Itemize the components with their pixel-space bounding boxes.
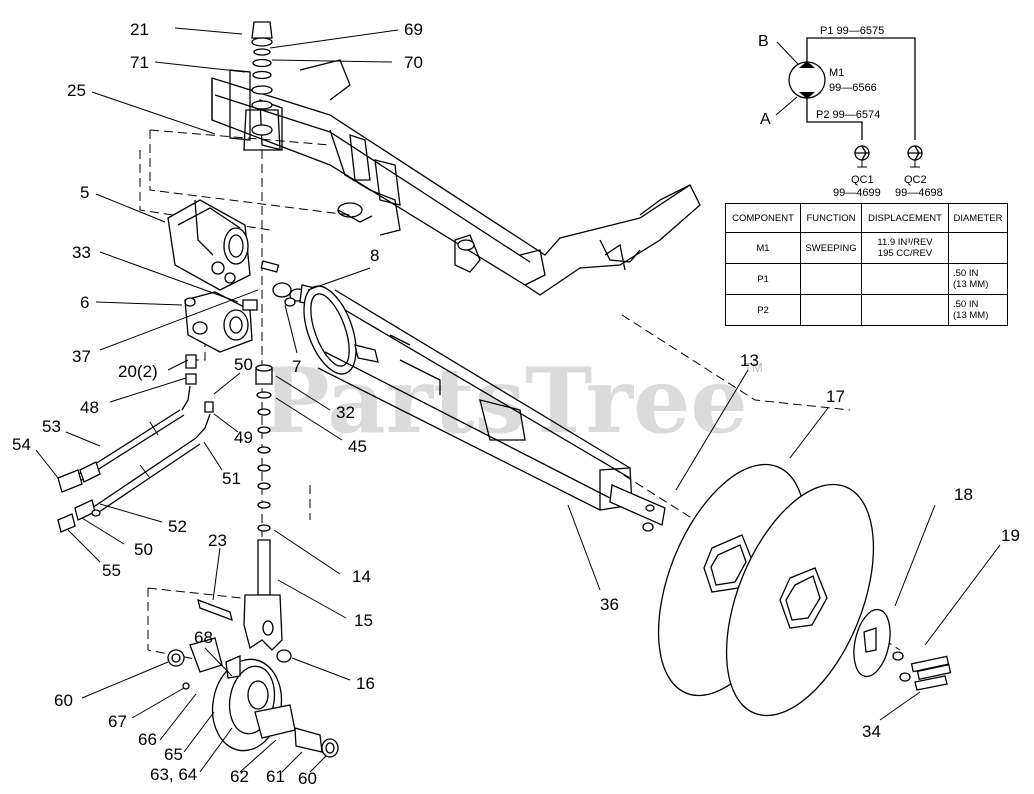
hub-plate-assembly (853, 608, 952, 691)
callout-33: 33 (72, 243, 91, 262)
callout-6: 6 (80, 293, 89, 312)
table-row: M1 SWEEPING 11.9 IN³/REV 195 CC/REV (725, 232, 1008, 264)
cell-component: P1 (725, 263, 801, 295)
p2-label: P2 99—6574 (816, 109, 880, 121)
callout-66: 66 (138, 730, 157, 749)
callout-32: 32 (336, 403, 355, 422)
callout-63-64: 63, 64 (150, 765, 197, 784)
callout-21: 21 (130, 20, 149, 39)
motor-part-label: 99—6566 (829, 82, 877, 94)
displacement-line-2: 195 CC/REV (877, 248, 933, 259)
callout-25: 25 (67, 81, 86, 100)
diameter-line-1: .50 IN (953, 268, 979, 279)
header-diameter: DIAMETER (948, 203, 1008, 233)
cell-displacement (861, 263, 949, 295)
qc1-part-label: 99—4699 (833, 187, 881, 199)
table-row: P1 .50 IN (13 MM) (725, 263, 1008, 295)
cell-displacement: 11.9 IN³/REV 195 CC/REV (861, 232, 949, 264)
port-a-label: A (760, 111, 771, 128)
header-function: FUNCTION (800, 203, 862, 233)
callout-68: 68 (194, 628, 213, 647)
motor-arrow-bottom (799, 92, 815, 99)
callout-71: 71 (130, 53, 149, 72)
callout-51: 51 (222, 469, 241, 488)
cell-displacement (861, 294, 949, 326)
diameter-line-2: (13 MM) (953, 279, 989, 290)
callout-50-lower: 50 (134, 540, 153, 559)
callout-50-upper: 50 (234, 355, 253, 374)
callout-5: 5 (80, 183, 89, 202)
motor-mount (167, 199, 251, 291)
callout-69: 69 (404, 20, 423, 39)
callout-65: 65 (164, 745, 183, 764)
watermark-trademark: TM (744, 360, 763, 375)
callout-8: 8 (370, 246, 379, 265)
callout-17: 17 (826, 387, 845, 406)
leader-lines (35, 27, 1001, 773)
qc2-id-label: QC2 (904, 174, 927, 186)
caster-wheel (167, 637, 339, 758)
spindle-stack (197, 364, 292, 663)
callout-54: 54 (12, 435, 31, 454)
diameter-line-2: (13 MM) (953, 310, 989, 321)
cell-component: M1 (725, 232, 801, 264)
cell-component: P2 (725, 294, 801, 326)
header-displacement: DISPLACEMENT (861, 203, 949, 233)
kingpin-stack (243, 21, 281, 151)
motor-arrow-top (799, 61, 815, 68)
hydraulic-motor (184, 291, 258, 353)
qc2-part-label: 99—4698 (895, 187, 943, 199)
brush-disk-17 (725, 483, 875, 717)
p1-label: P1 99—6575 (820, 25, 884, 37)
cell-diameter: .50 IN (13 MM) (948, 294, 1008, 326)
callout-20-2: 20(2) (118, 362, 158, 381)
cell-function (800, 294, 862, 326)
callout-18: 18 (954, 485, 973, 504)
chassis-frame (211, 59, 701, 296)
spec-table: COMPONENT FUNCTION DISPLACEMENT DIAMETER… (725, 203, 1008, 326)
callout-23: 23 (208, 531, 227, 550)
motor-id-label: M1 (829, 67, 844, 79)
callout-48: 48 (80, 398, 99, 417)
callout-13: 13 (740, 351, 759, 370)
port-b-label: B (758, 33, 769, 50)
hydraulic-schematic: B A M1 99—6566 P1 99—6575 P2 99—6574 QC1… (758, 25, 943, 199)
callout-14: 14 (352, 567, 371, 586)
cell-diameter: .50 IN (13 MM) (948, 263, 1008, 295)
callout-7: 7 (292, 357, 301, 376)
hose-assembly (57, 354, 214, 533)
callout-67: 67 (108, 712, 127, 731)
callout-61: 61 (266, 767, 285, 786)
callout-37: 37 (72, 347, 91, 366)
callout-45: 45 (348, 437, 367, 456)
table-row: P2 .50 IN (13 MM) (725, 294, 1008, 326)
callout-16: 16 (356, 674, 375, 693)
cell-function (800, 263, 862, 295)
spec-table-header-row: COMPONENT FUNCTION DISPLACEMENT DIAMETER (725, 203, 1008, 233)
callout-49: 49 (234, 428, 253, 447)
callout-62: 62 (230, 767, 249, 786)
callout-60-right: 60 (298, 769, 317, 788)
callout-52: 52 (168, 517, 187, 536)
callout-53: 53 (42, 417, 61, 436)
diameter-line-1: .50 IN (953, 299, 979, 310)
callout-15: 15 (354, 611, 373, 630)
callout-60-left: 60 (54, 691, 73, 710)
cell-function: SWEEPING (800, 232, 862, 264)
callout-34: 34 (862, 722, 881, 741)
displacement-line-1: 11.9 IN³/REV (877, 237, 933, 248)
header-component: COMPONENT (725, 203, 801, 233)
callout-36: 36 (600, 595, 619, 614)
callouts: 21 69 71 70 25 5 33 8 6 37 7 20(2) 50 48… (12, 20, 1020, 788)
broom-tube (303, 285, 666, 532)
callout-19: 19 (1001, 526, 1020, 545)
callout-70: 70 (404, 53, 423, 72)
callout-55: 55 (102, 561, 121, 580)
qc1-id-label: QC1 (851, 174, 874, 186)
cell-diameter (948, 232, 1008, 264)
